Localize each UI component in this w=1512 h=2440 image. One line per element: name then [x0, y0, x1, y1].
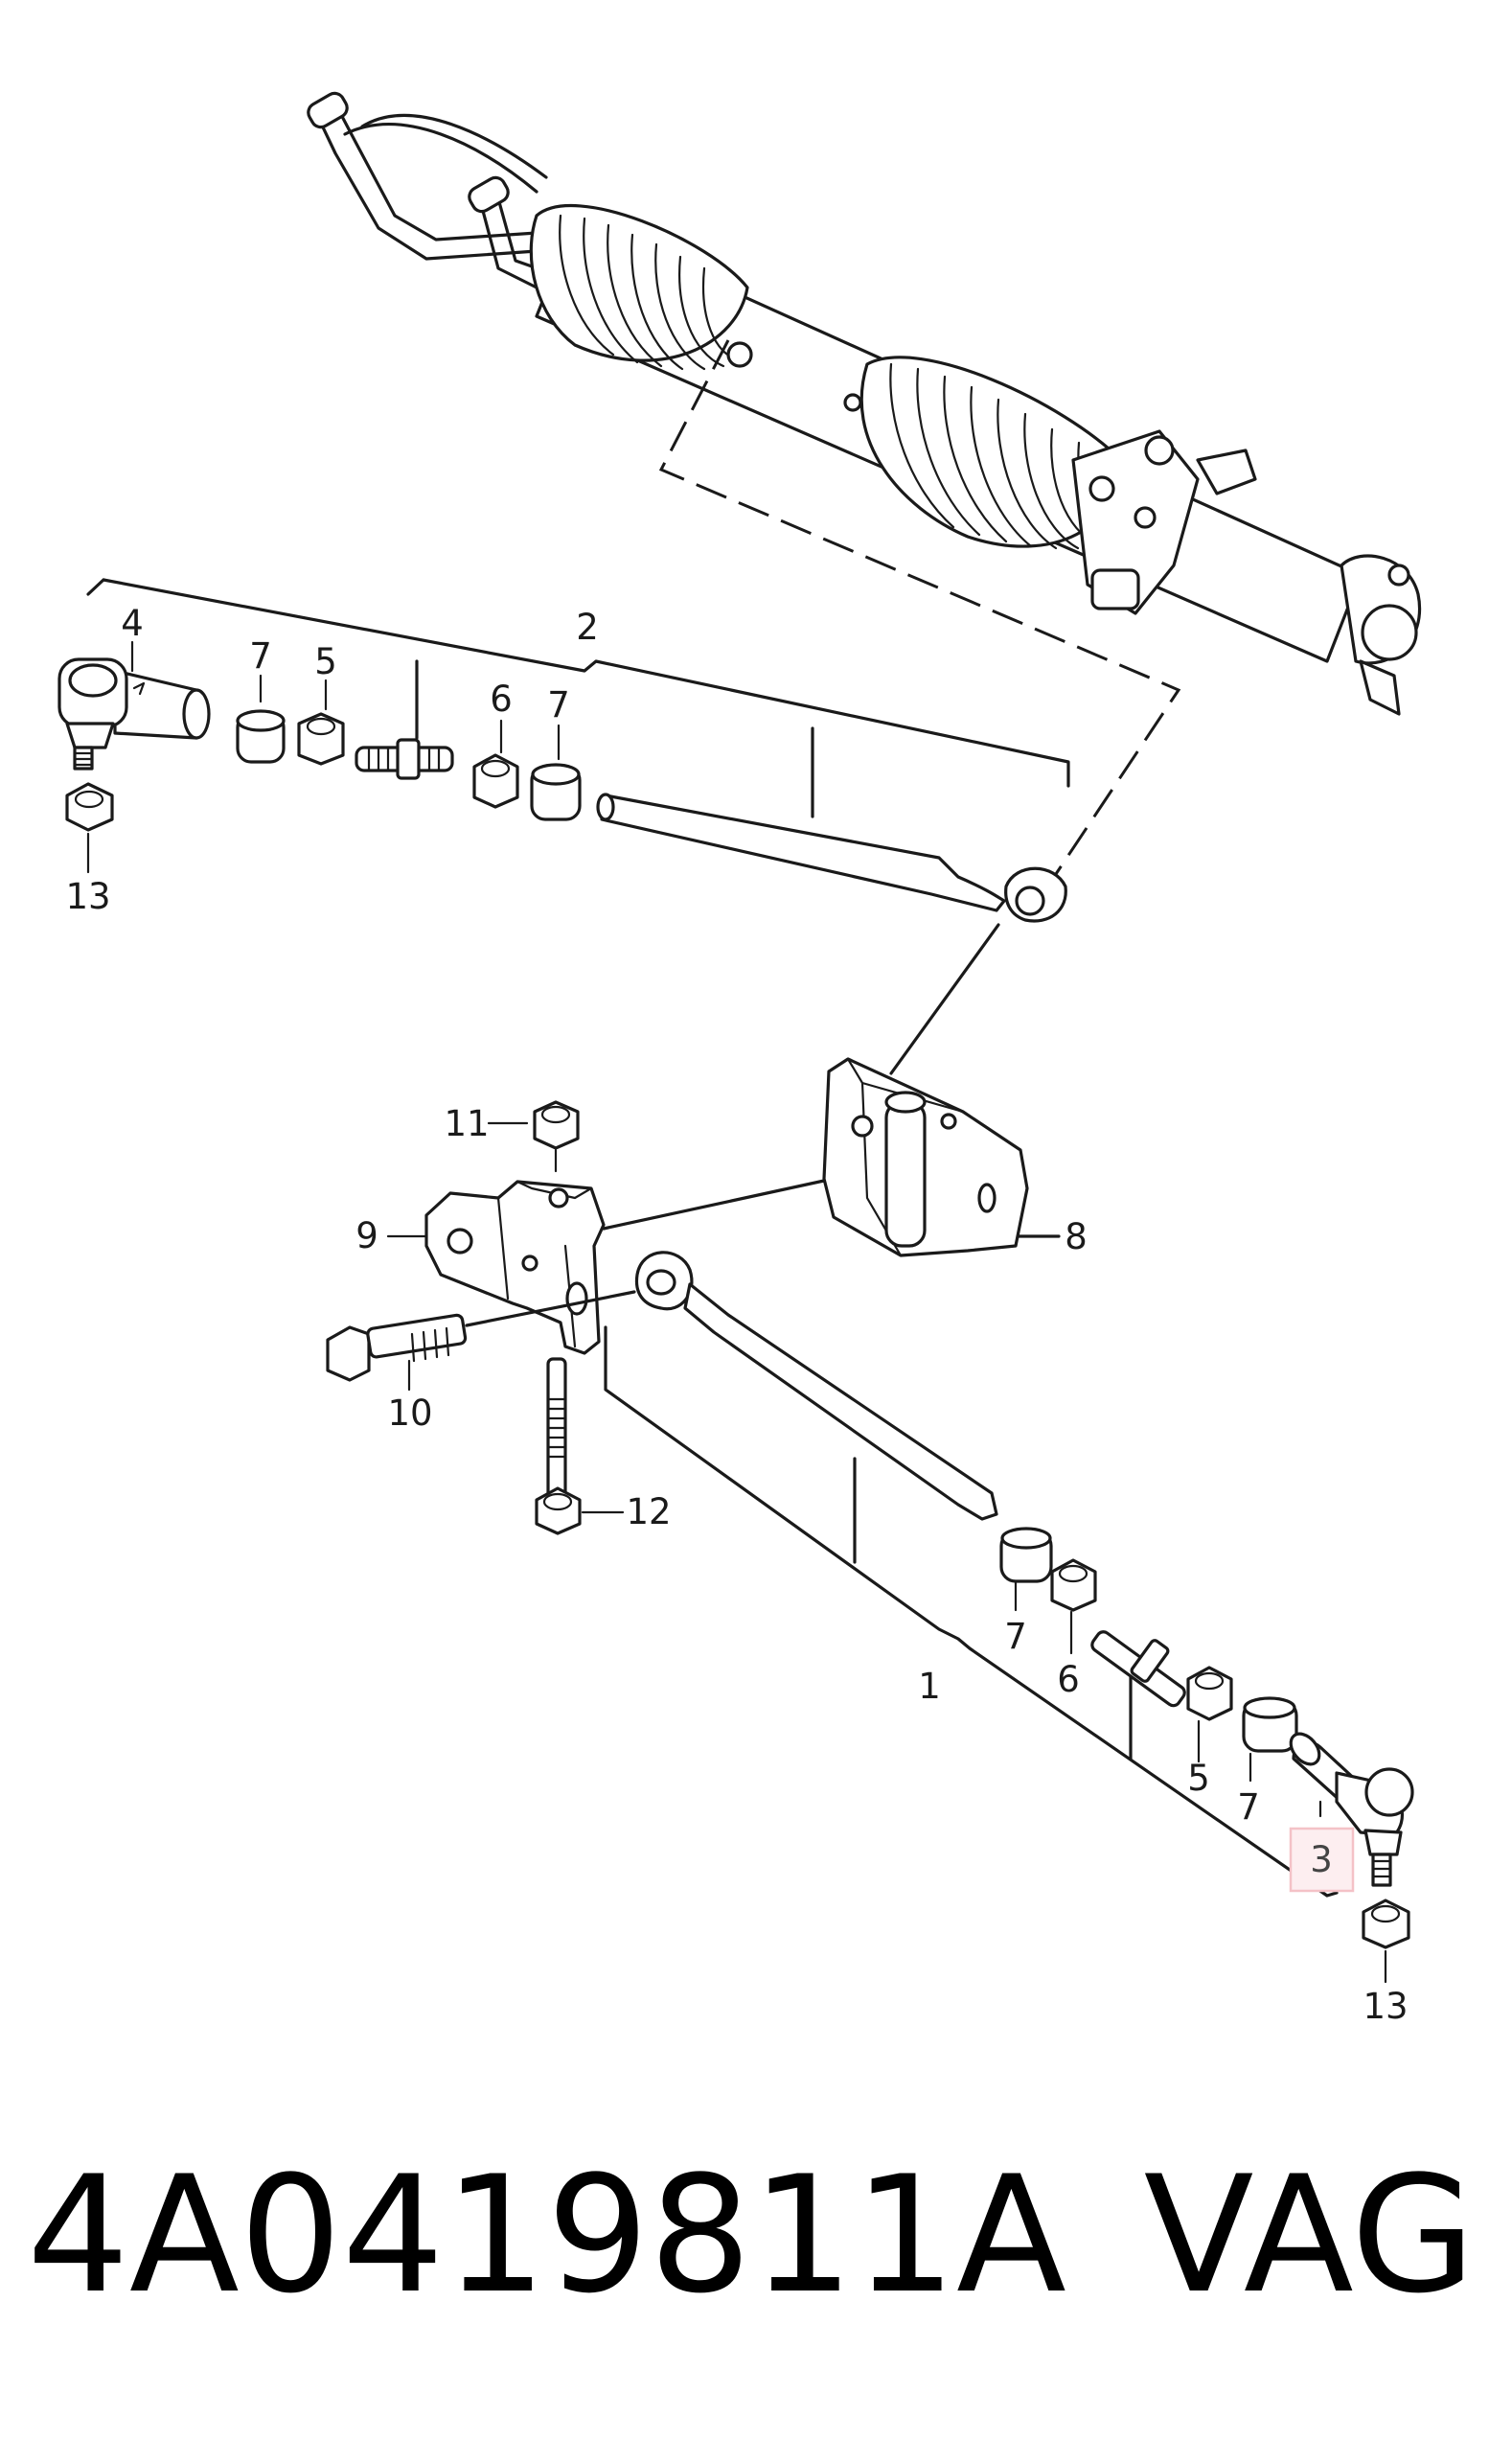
threaded-stud-bottom	[1090, 1630, 1186, 1708]
tie-rod-bottom	[683, 1282, 998, 1521]
nut-6-top	[472, 753, 519, 809]
threaded-stud-top	[355, 738, 454, 780]
nut-13-bottom	[1362, 1899, 1410, 1949]
nut-11	[533, 1100, 580, 1173]
callout-6-top[interactable]: 6	[490, 679, 513, 720]
callout-5-bottom[interactable]: 5	[1187, 1758, 1210, 1799]
steering-rack	[307, 91, 1422, 716]
callout-3[interactable]: 3	[1310, 1839, 1333, 1880]
callout-3-highlight	[1289, 1827, 1355, 1893]
callout-7-bottom-a[interactable]: 7	[1004, 1616, 1027, 1657]
bracket-9	[424, 1180, 606, 1355]
callout-leaders	[86, 640, 1387, 1984]
tie-rod-top	[600, 794, 1006, 912]
part-number: 4A0419811A	[27, 2141, 1066, 2329]
callout-7-bottom-b[interactable]: 7	[1237, 1786, 1260, 1828]
callout-4[interactable]: 4	[121, 603, 144, 644]
tie-rod-end-left	[57, 657, 211, 771]
callout-8[interactable]: 8	[1065, 1216, 1088, 1257]
callout-10[interactable]: 10	[387, 1393, 432, 1434]
bracket-8	[822, 1057, 1061, 1257]
bolt-12	[535, 1357, 582, 1535]
tie-rod-assembly-lower	[604, 1251, 1414, 1949]
callout-7-top-a[interactable]: 7	[249, 635, 272, 677]
callout-5-top[interactable]: 5	[314, 641, 337, 682]
leader-8-to-9	[602, 1179, 826, 1231]
caption: 4A0419811A VAG	[27, 2141, 1476, 2329]
nut-5-bottom	[1186, 1666, 1233, 1721]
tie-rod-assembly-upper	[57, 578, 1070, 923]
tie-rod-end-right	[1289, 1732, 1414, 1887]
callout-13-bottom[interactable]: 13	[1363, 1986, 1408, 2027]
leader-rod-to-bracket	[889, 923, 1000, 1075]
callout-9[interactable]: 9	[355, 1215, 378, 1256]
brand: VAG	[1144, 2141, 1476, 2329]
callout-1[interactable]: 1	[918, 1666, 941, 1707]
callout-13-top[interactable]: 13	[65, 876, 110, 917]
nut-5-top	[297, 712, 345, 766]
callout-numbers: 4 2 7 5 6 7 13 11 9 8 10 12 7 6 1 5 7 3 …	[65, 603, 1408, 2027]
callout-2[interactable]: 2	[576, 607, 599, 648]
callout-11[interactable]: 11	[444, 1103, 489, 1144]
leader-rack-to-tierod	[658, 339, 1181, 878]
callout-7-top-b[interactable]: 7	[547, 684, 570, 725]
callout-12[interactable]: 12	[626, 1491, 671, 1532]
bolt-10	[326, 1290, 636, 1382]
nut-6-bottom	[1050, 1558, 1097, 1612]
callout-6-bottom[interactable]: 6	[1057, 1659, 1080, 1700]
